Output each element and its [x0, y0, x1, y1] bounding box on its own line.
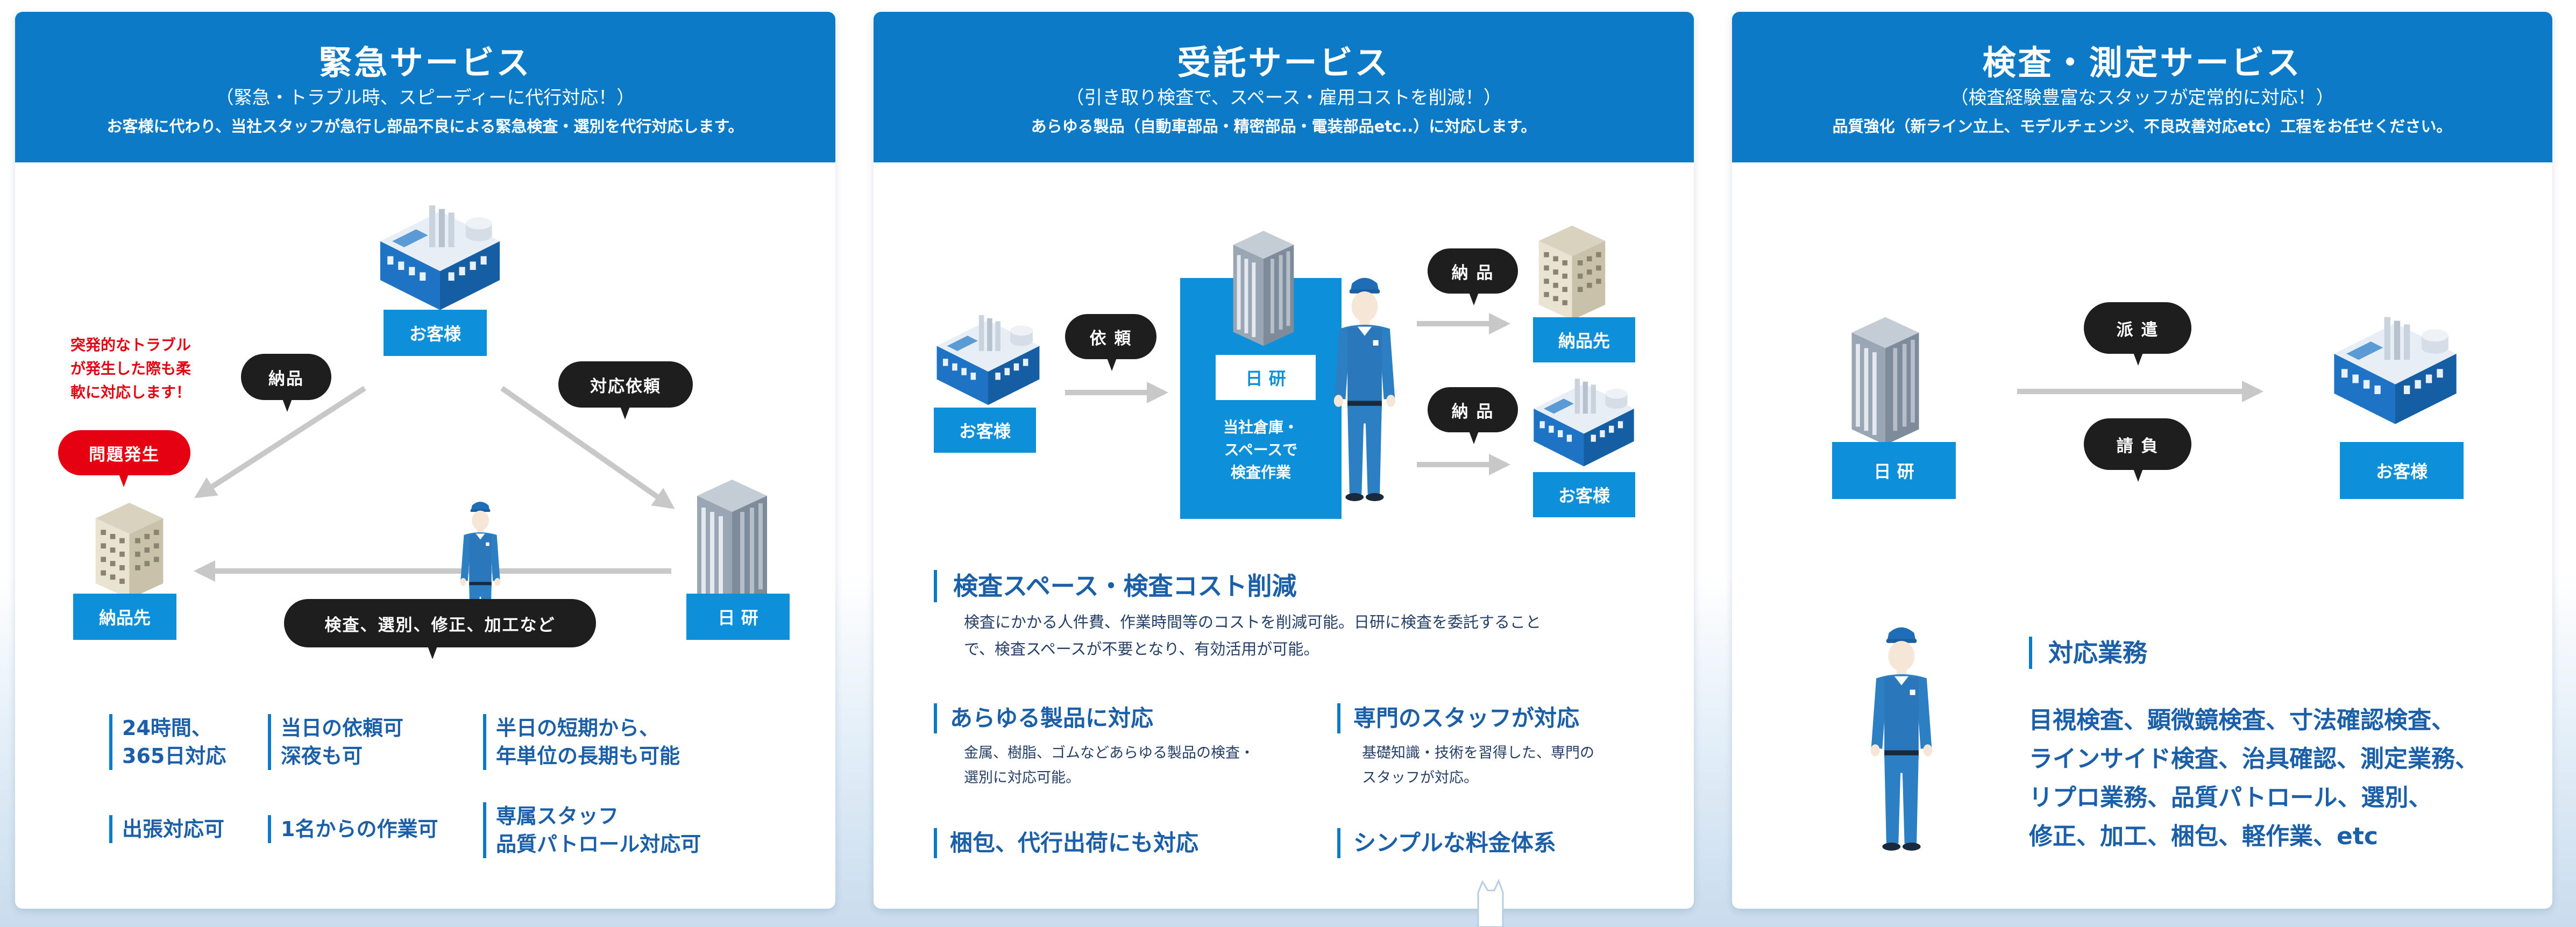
card-header: 緊急サービス （緊急・トラブル時、スピーディーに代行対応！） お客様に代わり、当… — [15, 12, 835, 162]
card-title: 検査・測定サービス — [1982, 43, 2302, 82]
card-description: あらゆる製品（自動車部品・精密部品・電装部品etc..）に対応します。 — [1031, 117, 1537, 136]
section-packing-title: 梱包、代行出荷にも対応 — [934, 828, 1198, 858]
customer-label: お客様 — [934, 408, 1036, 453]
tasks-title: 対応業務 — [2029, 637, 2147, 669]
warehouse-text: 当社倉庫・ スペースで 検査作業 — [1223, 418, 1298, 481]
flow-arrows — [1065, 313, 1510, 475]
supplier-building-icon — [1533, 220, 1611, 323]
feature-duration: 半日の短期から、年単位の長期も可能 — [483, 714, 680, 770]
request-bubble: 依 頼 — [1065, 314, 1156, 371]
card-subtitle: （検査経験豊富なスタッフが定常的に対応！） — [1950, 87, 2334, 109]
customer2-factory-icon — [1529, 375, 1639, 472]
nikken-tower-icon — [1229, 226, 1298, 350]
delivery-bubble-2: 納 品 — [1428, 387, 1518, 444]
arrow-to-nikken — [500, 386, 675, 509]
customer2-label: お客様 — [1533, 472, 1635, 517]
supplier-building-icon — [90, 496, 168, 603]
flow-arrows — [2017, 381, 2263, 402]
consignment-service-card: 受託サービス （引き取り検査で、スペース・雇用コストを削減！） あらゆる製品（自… — [874, 12, 1694, 909]
worker-icon — [1324, 259, 1405, 517]
trouble-note: 突発的なトラブル が発生した際も柔 軟に対応します！ — [70, 336, 191, 401]
nikken-label: 日 研 — [686, 594, 790, 640]
flow-arrows — [194, 386, 675, 582]
customer-label: お客様 — [384, 310, 487, 356]
supplier-label: 納品先 — [1533, 317, 1635, 362]
section-cost-reduction-title: 検査スペース・検査コスト削減 — [934, 570, 1296, 602]
dispatch-bubble: 派 遣 — [2084, 302, 2191, 366]
card-subtitle: （緊急・トラブル時、スピーディーに代行対応！） — [215, 87, 635, 109]
section-all-products-title: あらゆる製品に対応 — [934, 703, 1153, 733]
card-description: 品質強化（新ライン立上、モデルチェンジ、不良改善対応etc）工程をお任せください… — [1832, 117, 2452, 136]
customer-factory-icon — [2328, 313, 2463, 431]
work-bubble: 検査、選別、修正、加工など — [284, 599, 596, 659]
customer-factory-icon — [373, 205, 507, 313]
card-header: 受託サービス （引き取り検査で、スペース・雇用コストを削減！） あらゆる製品（自… — [874, 12, 1694, 162]
nikken-tower-icon — [1845, 313, 1926, 447]
feature-24h: 24時間、365日対応 — [109, 714, 226, 770]
section-expert-staff-title: 専門のスタッフが対応 — [1337, 703, 1579, 733]
card-subtitle: （引き取り検査で、スペース・雇用コストを削減！） — [1066, 87, 1502, 109]
nikken-label: 日 研 — [1832, 442, 1956, 499]
arrow-to-supplier — [194, 386, 366, 498]
emergency-service-card: 緊急サービス （緊急・トラブル時、スピーディーに代行対応！） お客様に代わり、当… — [15, 12, 835, 909]
supplier-label: 納品先 — [73, 594, 176, 640]
customer-label: お客様 — [2340, 442, 2464, 499]
request-bubble: 対応依頼 — [558, 361, 693, 419]
inspection-service-card: 検査・測定サービス （検査経験豊富なスタッフが定常的に対応！） 品質強化（新ライ… — [1732, 12, 2552, 909]
worker-icon — [1861, 609, 1942, 867]
card-title: 緊急サービス — [318, 43, 532, 82]
card-header: 検査・測定サービス （検査経験豊富なスタッフが定常的に対応！） 品質強化（新ライ… — [1732, 12, 2552, 162]
customer-factory-icon — [932, 313, 1045, 410]
section-expert-staff-body: 基礎知識・技術を習得した、専門の スタッフが対応。 — [1362, 745, 1594, 786]
section-cost-reduction-body: 検査にかかる人件費、作業時間等のコストを削減可能。日研に検査を委託すること で、… — [964, 613, 1542, 658]
cat-mascot-icon — [1477, 878, 1504, 927]
nikken-label: 日 研 — [1216, 355, 1316, 400]
card-title: 受託サービス — [1177, 43, 1390, 82]
section-simple-pricing-title: シンプルな料金体系 — [1337, 828, 1556, 858]
feature-onsite: 出張対応可 — [109, 815, 224, 843]
tasks-list: 目視検査、顕微鏡検査、寸法確認検査、 ラインサイド検査、治具確認、測定業務、 リ… — [2029, 707, 2479, 850]
delivery-bubble: 納品 — [241, 354, 331, 412]
feature-same-day: 当日の依頼可深夜も可 — [268, 714, 403, 770]
feature-dedicated: 専属スタッフ品質パトロール対応可 — [483, 802, 701, 858]
delivery-bubble-1: 納 品 — [1428, 248, 1518, 305]
card-description: お客様に代わり、当社スタッフが急行し部品不良による緊急検査・選別を代行対応します… — [107, 117, 744, 136]
problem-bubble: 問題発生 — [58, 430, 190, 487]
feature-one-person: 1名からの作業可 — [268, 815, 438, 843]
section-all-products-body: 金属、樹脂、ゴムなどあらゆる製品の検査・ 選別に対応可能。 — [964, 745, 1254, 786]
contract-bubble: 請 負 — [2084, 418, 2191, 482]
